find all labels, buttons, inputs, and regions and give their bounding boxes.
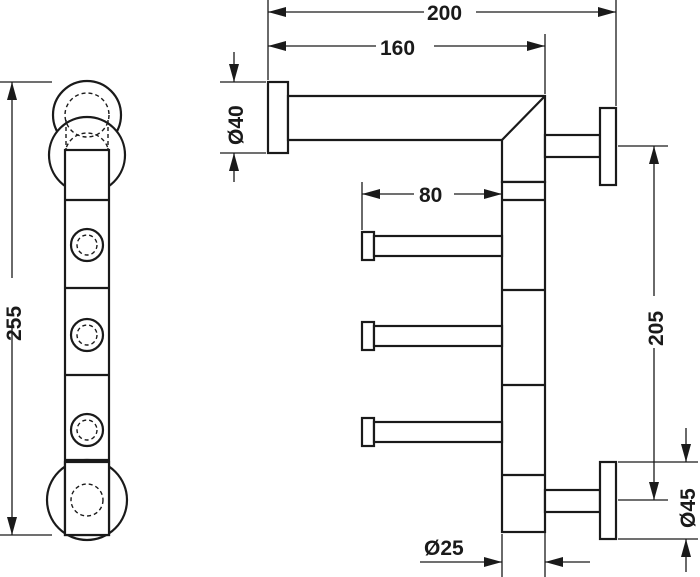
tube-diameter-label: Ø25 <box>424 537 464 560</box>
hook-1 <box>360 230 504 262</box>
top-arm <box>286 94 547 184</box>
lower-mount-tube <box>543 488 602 514</box>
side-view: 200 160 Ø40 80 205 <box>220 0 700 577</box>
top-rosette-hidden-circle <box>64 92 110 138</box>
upper-mount-plate <box>598 106 618 187</box>
hook-length-label: 80 <box>419 184 442 207</box>
bottom-rosette-diameter-label: Ø45 <box>677 488 700 528</box>
hook-span-label: 205 <box>645 311 668 346</box>
front-view: 255 <box>0 79 129 542</box>
arrow-right-icon <box>484 189 502 199</box>
arrow-left-icon <box>545 557 563 567</box>
knob-icon <box>69 317 105 353</box>
top-rosette-diameter-label: Ø40 <box>225 105 248 145</box>
knob-icon <box>69 227 105 263</box>
vertical-column <box>500 180 547 534</box>
arrow-up-icon <box>649 146 659 164</box>
top-rosette-plate <box>266 80 290 155</box>
arrow-left-icon <box>268 41 286 51</box>
hook-3 <box>360 416 504 448</box>
arrow-down-icon <box>681 444 691 462</box>
overall-width-label: 200 <box>427 2 462 25</box>
arrow-down-icon <box>7 517 17 535</box>
arrow-up-icon <box>229 153 239 171</box>
arrow-right-icon <box>484 557 502 567</box>
arrow-right-icon <box>598 7 616 17</box>
bottom-rosette <box>45 458 129 542</box>
hook-2 <box>360 320 504 352</box>
arrow-up-icon <box>7 82 17 100</box>
arrow-up-icon <box>681 539 691 557</box>
arrow-right-icon <box>527 41 545 51</box>
arrow-down-icon <box>229 64 239 82</box>
lower-mount-plate <box>598 460 618 541</box>
arm-width-label: 160 <box>380 37 415 60</box>
height-label: 255 <box>3 306 26 341</box>
arrow-down-icon <box>649 482 659 500</box>
knob-icon <box>69 412 105 448</box>
arrow-left-icon <box>362 189 380 199</box>
arrow-left-icon <box>268 7 286 17</box>
upper-mount-tube <box>543 133 602 159</box>
